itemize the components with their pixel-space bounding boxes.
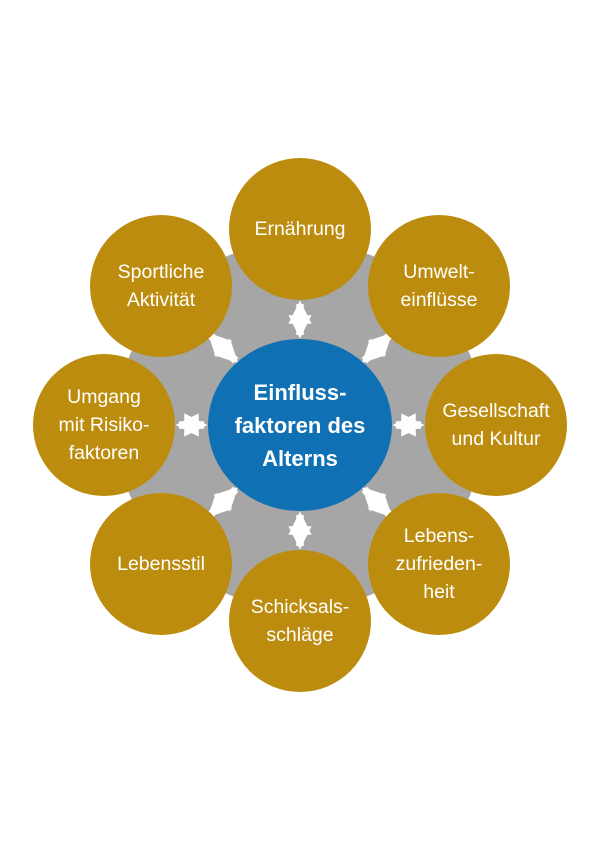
node-label-line: schläge xyxy=(266,624,334,646)
node-ernaehrung: Ernährung xyxy=(229,158,371,300)
node-label-line: einflüsse xyxy=(400,289,478,311)
node-label-line: heit xyxy=(423,581,455,603)
node-label-line: Sportliche xyxy=(117,261,205,283)
center-node-label-line: Einfluss- xyxy=(253,379,347,405)
node-sportliche-aktivitaet: Sportliche Aktivität xyxy=(90,215,232,357)
node-umwelteinfluesse: Umwelt- einflüsse xyxy=(368,215,510,357)
node-label-line: Gesellschaft xyxy=(442,400,550,422)
node-schicksalsschlaege: Schicksals- schläge xyxy=(229,550,371,692)
node-umgang-mit-risikofaktoren: Umgang mit Risiko- faktoren xyxy=(33,354,175,496)
center-node-label-line: Alterns xyxy=(262,445,338,471)
node-gesellschaft-und-kultur: Gesellschaft und Kultur xyxy=(425,354,567,496)
node-label-line: Umgang xyxy=(67,386,141,408)
node-label-line: und Kultur xyxy=(451,428,541,450)
double-arrow-top-right-icon xyxy=(361,332,393,364)
double-arrow-top-left-icon xyxy=(207,332,239,364)
node-lebenszufriedenheit: Lebens- zufrieden- heit xyxy=(368,493,510,635)
double-arrow-bottom-right-icon xyxy=(361,486,393,518)
node-label-line: Umwelt- xyxy=(403,261,475,283)
node-label-line: mit Risiko- xyxy=(58,414,150,436)
node-label-line: Ernährung xyxy=(254,218,346,240)
node-label-line: Lebens- xyxy=(403,525,475,547)
center-node-label-line: faktoren des xyxy=(234,412,366,438)
node-lebensstil: Lebensstil xyxy=(90,493,232,635)
center-node-einflussfaktoren: Einfluss- faktoren des Alterns xyxy=(208,339,392,511)
node-label-line: Lebensstil xyxy=(117,553,205,575)
double-arrow-bottom-left-icon xyxy=(207,486,239,518)
node-label-line: Schicksals- xyxy=(250,596,350,618)
node-label-line: faktoren xyxy=(68,442,140,464)
node-label-line: zufrieden- xyxy=(395,553,483,575)
node-label-line: Aktivität xyxy=(126,289,196,311)
